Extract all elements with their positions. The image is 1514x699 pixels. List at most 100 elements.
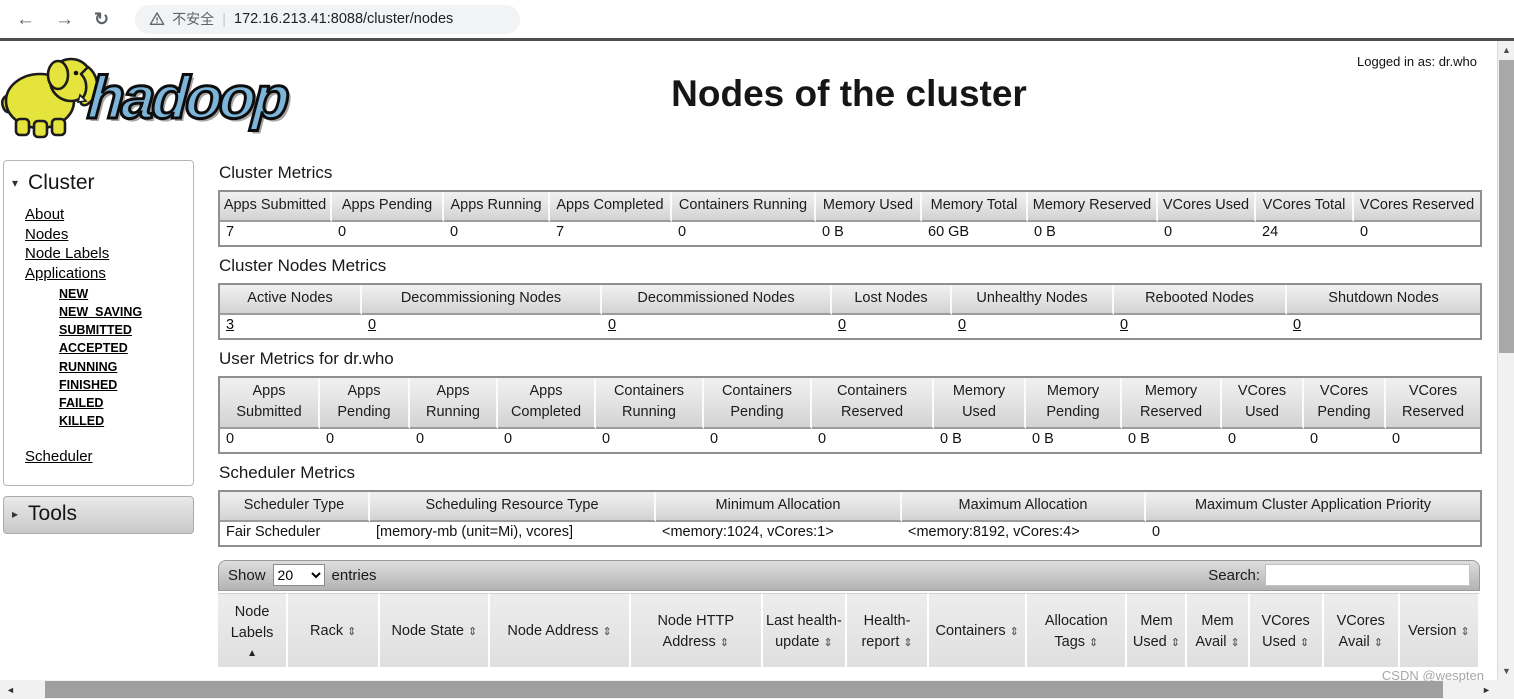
shutdown-nodes-link[interactable]: 0 <box>1293 316 1302 333</box>
vertical-scrollbar-thumb[interactable] <box>1499 60 1514 353</box>
sort-header-allocation-tags[interactable]: Allocation Tags⇕ <box>1027 592 1128 668</box>
scroll-down-icon[interactable]: ▼ <box>1502 666 1511 676</box>
entries-label: entries <box>331 566 377 584</box>
metric-value: 0 <box>1222 429 1304 452</box>
vertical-scrollbar[interactable]: ▲ ▼ <box>1497 41 1514 680</box>
main-content: Cluster Metrics Apps Submitted Apps Pend… <box>218 160 1482 668</box>
column-header: Memory Total <box>922 192 1028 222</box>
column-label: Node Address <box>507 623 599 639</box>
sidebar-item-scheduler[interactable]: Scheduler <box>25 448 93 465</box>
nodes-table: Node Labels ▲ Rack⇕ Node State⇕ Node Add… <box>218 592 1480 668</box>
cluster-links: About Nodes Node Labels Applications NEW… <box>4 205 193 467</box>
metric-value: 0 <box>672 221 816 245</box>
active-nodes-link[interactable]: 3 <box>226 316 235 333</box>
metric-value: 0 B <box>934 429 1026 452</box>
horizontal-scrollbar[interactable]: ◄ ► <box>0 680 1497 699</box>
column-header: VCores Total <box>1256 192 1354 222</box>
page-title: Nodes of the cluster <box>671 73 1027 114</box>
sort-header-rack[interactable]: Rack⇕ <box>288 592 381 668</box>
sort-header-node-address[interactable]: Node Address⇕ <box>490 592 631 668</box>
column-header: VCores Used <box>1158 192 1256 222</box>
scroll-left-icon[interactable]: ◄ <box>6 684 15 695</box>
column-label: Node State <box>391 623 464 639</box>
column-header: Scheduling Resource Type <box>370 492 656 522</box>
sort-header-version[interactable]: Version⇕ <box>1399 592 1480 668</box>
scroll-right-icon[interactable]: ► <box>1482 684 1491 695</box>
column-header: Memory Reserved <box>1028 192 1158 222</box>
sidebar-item-node-labels[interactable]: Node Labels <box>25 245 110 262</box>
metric-value: 60 GB <box>922 221 1028 245</box>
address-bar[interactable]: 不安全 | 172.16.213.41:8088/cluster/nodes <box>135 4 521 34</box>
forward-icon[interactable]: → <box>55 8 74 30</box>
sidebar-section-cluster[interactable]: ▾ Cluster <box>4 169 193 205</box>
show-entries-control: Show 20 entries <box>228 564 377 587</box>
rebooted-nodes-link[interactable]: 0 <box>1120 316 1129 333</box>
application-state-links: NEW NEW_SAVING SUBMITTED ACCEPTED RUNNIN… <box>25 285 193 430</box>
column-header: Containers Reserved <box>812 377 934 429</box>
sort-header-mem-avail[interactable]: Mem Avail⇕ <box>1187 592 1250 668</box>
horizontal-scrollbar-thumb[interactable] <box>45 681 1443 698</box>
sort-header-mem-used[interactable]: Mem Used⇕ <box>1127 592 1188 668</box>
table-header-row: Scheduler Type Scheduling Resource Type … <box>220 492 1480 522</box>
sort-header-node-http-address[interactable]: Node HTTP Address⇕ <box>630 592 763 668</box>
metric-value: 0 <box>596 429 704 452</box>
scroll-up-icon[interactable]: ▲ <box>1502 45 1511 55</box>
column-header: Scheduler Type <box>220 492 370 522</box>
sidebar-item-applications[interactable]: Applications <box>25 264 106 282</box>
sidebar-item-killed[interactable]: KILLED <box>59 413 105 428</box>
metric-value: 0 <box>220 429 320 452</box>
sort-header-node-state[interactable]: Node State ⇕ <box>380 592 491 668</box>
sort-header-vcores-avail[interactable]: VCores Avail⇕ <box>1323 592 1400 668</box>
metric-value: 0 <box>1158 221 1256 245</box>
sidebar-item-failed[interactable]: FAILED <box>59 395 104 410</box>
column-label: Node Labels <box>230 603 274 641</box>
sidebar-item-finished[interactable]: FINISHED <box>59 377 118 392</box>
column-label: VCores Used <box>1261 612 1310 650</box>
sidebar-cluster-panel: ▾ Cluster About Nodes Node Labels Applic… <box>3 160 194 486</box>
sort-header-vcores-used[interactable]: VCores Used⇕ <box>1249 592 1324 668</box>
sort-header-containers[interactable]: Containers⇕ <box>929 592 1028 668</box>
sidebar-item-new-saving[interactable]: NEW_SAVING <box>59 305 143 320</box>
column-label: Node HTTP Address <box>657 612 735 650</box>
metric-value: 0 <box>410 429 498 452</box>
sidebar-section-tools[interactable]: ▸ Tools <box>3 495 194 534</box>
metric-value: 0 <box>332 221 444 245</box>
back-icon[interactable]: ← <box>16 8 35 30</box>
reload-icon[interactable]: ↻ <box>94 9 110 29</box>
sidebar-item-accepted[interactable]: ACCEPTED <box>59 341 128 356</box>
sidebar-item-submitted[interactable]: SUBMITTED <box>59 323 132 338</box>
sort-header-node-labels[interactable]: Node Labels ▲ <box>218 592 289 668</box>
decommissioned-nodes-link[interactable]: 0 <box>608 316 617 333</box>
sidebar-item-nodes[interactable]: Nodes <box>25 225 69 243</box>
column-header: Apps Completed <box>550 192 672 222</box>
decommissioning-nodes-link[interactable]: 0 <box>368 316 377 333</box>
lost-nodes-link[interactable]: 0 <box>838 316 847 333</box>
sort-header-last-health-update[interactable]: Last health-update⇕ <box>762 592 847 668</box>
column-header: Apps Running <box>410 377 498 429</box>
unhealthy-nodes-link[interactable]: 0 <box>958 316 967 333</box>
sort-icon: ⇕ <box>468 626 478 638</box>
table-row: Fair Scheduler [memory-mb (unit=Mi), vco… <box>220 521 1480 545</box>
column-header: VCores Pending <box>1304 377 1386 429</box>
sidebar-item-new[interactable]: NEW <box>59 287 89 301</box>
address-separator: | <box>222 10 226 28</box>
metric-value: 7 <box>220 221 332 245</box>
column-label: Allocation Tags <box>1044 612 1108 650</box>
column-header: Maximum Allocation <box>902 492 1146 522</box>
entries-select[interactable]: 20 <box>272 564 325 587</box>
search-input[interactable] <box>1265 564 1470 587</box>
metric-value: [memory-mb (unit=Mi), vcores] <box>370 521 656 545</box>
metric-value: 0 <box>704 429 812 452</box>
sidebar-item-about[interactable]: About <box>25 206 65 223</box>
column-header: Apps Submitted <box>220 377 320 429</box>
sort-header-health-report[interactable]: Health-report⇕ <box>846 592 930 668</box>
sidebar-item-running[interactable]: RUNNING <box>59 359 118 374</box>
metric-value: 0 B <box>1026 429 1122 452</box>
column-label: Mem Used <box>1132 612 1173 650</box>
column-header: Minimum Allocation <box>656 492 902 522</box>
url-text: 172.16.213.41:8088/cluster/nodes <box>234 11 454 27</box>
metric-value: Fair Scheduler <box>220 521 370 545</box>
sort-icon: ⇕ <box>1373 636 1383 649</box>
column-label: Rack <box>310 623 344 639</box>
metric-value: 0 B <box>1028 221 1158 245</box>
